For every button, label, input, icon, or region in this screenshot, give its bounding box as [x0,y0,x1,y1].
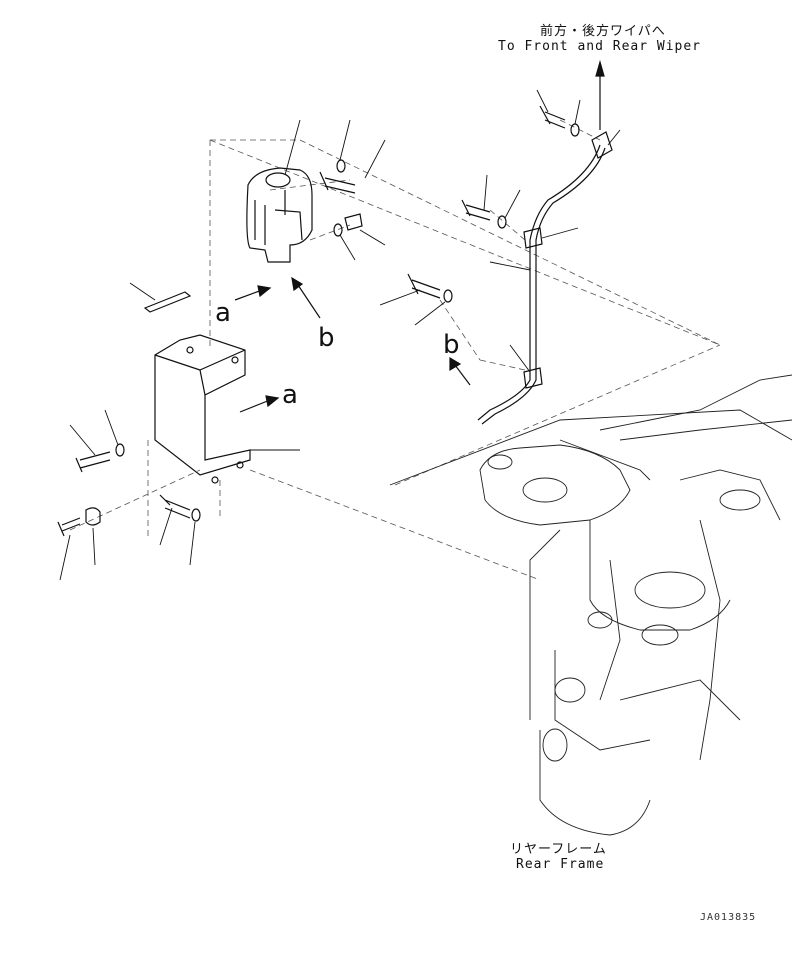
tank-bracket [154,334,251,484]
callout-b-tank: b [318,323,335,353]
front-rear-wiper-label-en: To Front and Rear Wiper [498,39,702,54]
rubber-strip [143,291,192,313]
rear-frame-label-jp: リヤーフレーム [510,842,607,857]
washer-tank [246,167,313,263]
drawing-code: JA013835 [700,912,757,923]
callout-a-upper: a [215,298,231,328]
fasteners [57,105,580,537]
front-rear-wiper-label-jp: 前方・後方ワイパへ [540,24,666,39]
rear-frame [389,374,792,836]
callout-b-hose: b [443,330,460,360]
leader-lines [59,89,621,581]
assembly-lines [69,119,721,581]
reference-arrows [234,276,471,413]
callout-a-lower: a [282,380,298,410]
washer-hose [477,59,613,425]
rear-frame-label-en: Rear Frame [516,857,605,872]
